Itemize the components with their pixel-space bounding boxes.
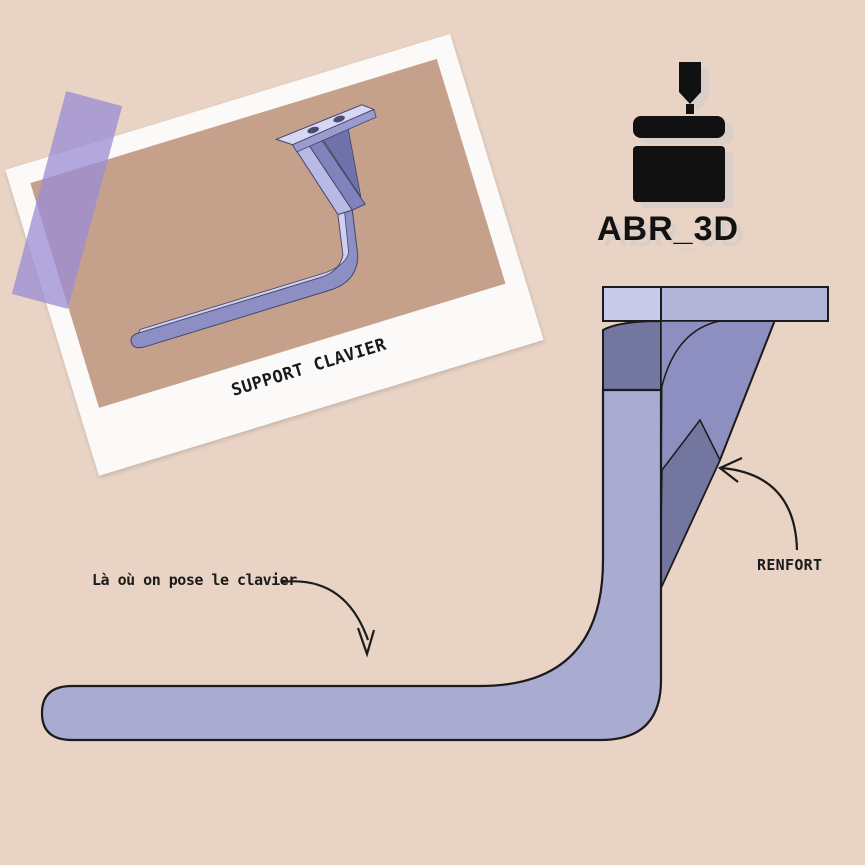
reinforcement-label: RENFORT (757, 556, 823, 574)
bracket-3d-render (130, 104, 377, 349)
abr3d-logo: ABR_3D (597, 62, 777, 262)
3d-printer-icon (633, 62, 733, 208)
arrow-renfort (721, 466, 799, 551)
arrow-keyboard (281, 580, 370, 641)
main-body (40, 388, 663, 742)
keyboard-rest-label: Là où on pose le clavier (92, 571, 297, 589)
render-photo (30, 58, 506, 408)
logo-text: ABR_3D (597, 210, 740, 248)
polaroid-photo: SUPPORT CLAVIER (5, 33, 544, 476)
